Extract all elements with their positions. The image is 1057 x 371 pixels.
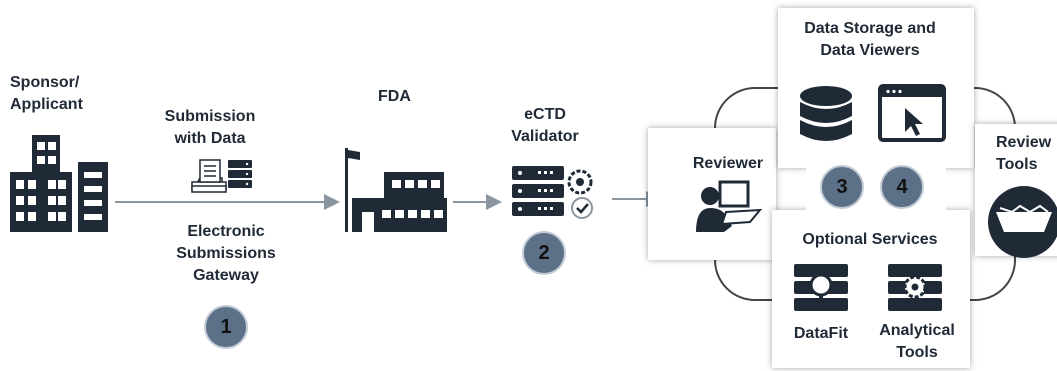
datafit-label: DataFit [793, 325, 849, 342]
ectd-validator-label: eCTD Validator [511, 106, 579, 145]
review-tools-icon [988, 186, 1057, 258]
datafit-icon [794, 264, 848, 311]
data-viewer-window-icon [878, 84, 946, 142]
analytical-tools-label: Analytical Tools [879, 322, 955, 361]
reviewer-person-icon [696, 180, 763, 232]
submission-with-data-label: Submission with Data [164, 108, 256, 147]
step-3-badge: 3 [820, 165, 864, 209]
submission-data-icon [191, 159, 252, 193]
data-storage-and-viewers-label: Data Storage and Data Viewers [804, 20, 936, 59]
fda-building-icon [345, 148, 447, 232]
reviewer-label: Reviewer [692, 155, 764, 172]
fda-label: FDA [378, 88, 411, 105]
validator-server-icon [512, 166, 593, 219]
optional-services-label: Optional Services [802, 231, 938, 248]
database-icon [800, 86, 852, 141]
step-2-badge: 2 [522, 231, 566, 275]
step-1-badge: 1 [204, 305, 248, 349]
analytical-tools-icon [888, 264, 942, 311]
sponsor-buildings-icon [10, 135, 108, 232]
sponsor-applicant-label: Sponsor/ Applicant [10, 74, 83, 113]
review-tools-label: Review Tools [996, 134, 1052, 173]
step-4-badge: 4 [880, 165, 924, 209]
electronic-submissions-gateway-label: Electronic Submissions Gateway [176, 223, 276, 284]
